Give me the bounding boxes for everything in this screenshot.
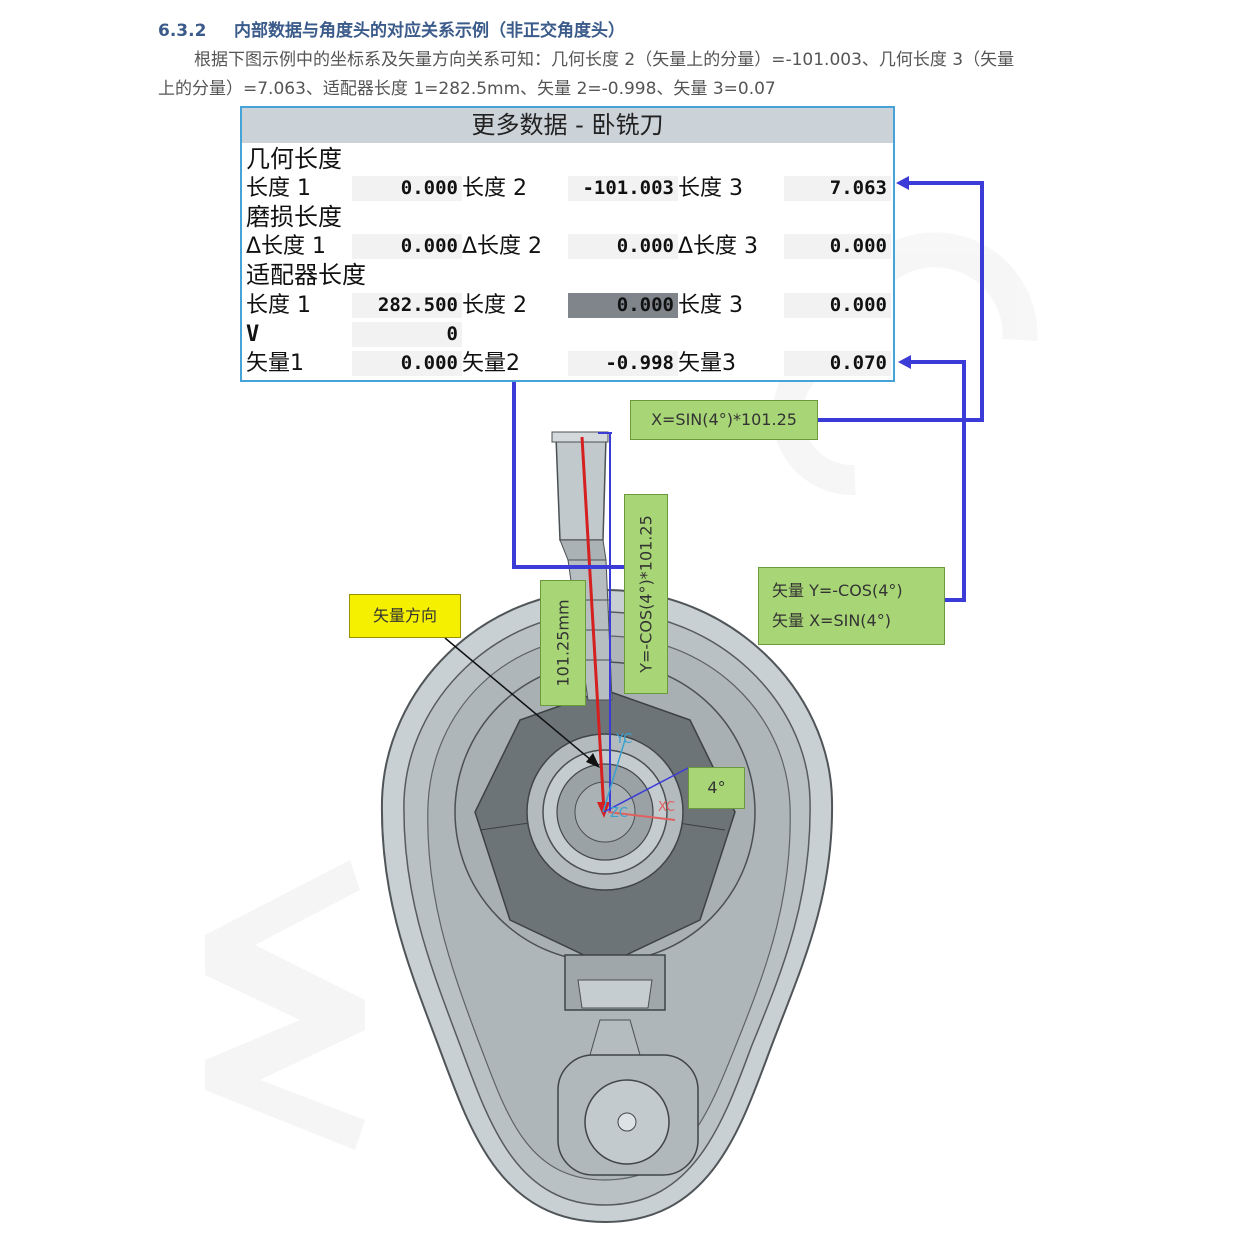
angle-head-body [380, 588, 834, 1224]
paragraph-line-2: 上的分量）=7.063、适配器长度 1=282.5mm、矢量 2=-0.998、… [158, 79, 776, 99]
adapter-section-row: 适配器长度 [242, 261, 893, 290]
vector-row: 矢量1 0.000 矢量2 -0.998 矢量3 0.070 [242, 349, 893, 378]
yc-axis-label: YC [616, 732, 633, 747]
wear-length2-field[interactable]: 0.000 [568, 234, 678, 259]
geometry-length3-field[interactable]: 7.063 [784, 176, 891, 201]
vector3-field[interactable]: 0.070 [784, 351, 891, 376]
vector-components-tag: 矢量 Y=-COS(4°) 矢量 X=SIN(4°) [758, 567, 945, 645]
section-number: 6.3.2 [158, 21, 207, 41]
v-label: V [246, 322, 260, 347]
wear-section-label: 磨损长度 [246, 203, 342, 231]
geometry-length1-field[interactable]: 0.000 [352, 176, 462, 201]
adapter-length1-label: 长度 1 [246, 293, 311, 318]
adapter-length2-field[interactable]: 0.000 [568, 293, 678, 318]
vector2-label: 矢量2 [462, 351, 520, 376]
vector-x-text: 矢量 X=SIN(4°) [772, 611, 891, 630]
wear-section-row: 磨损长度 [242, 203, 893, 232]
vector3-label: 矢量3 [678, 351, 736, 376]
wear-length1-label: Δ长度 1 [246, 234, 327, 259]
adapter-length1-field[interactable]: 282.500 [352, 293, 462, 318]
adapter-length3-label: 长度 3 [678, 293, 743, 318]
paragraph-line-1: 根据下图示例中的坐标系及矢量方向关系可知：几何长度 2（矢量上的分量）=-101… [194, 50, 1015, 70]
vector1-label: 矢量1 [246, 351, 304, 376]
v-row: V 0 [242, 320, 893, 349]
wear-length2-label: Δ长度 2 [462, 234, 543, 259]
length-tag: 101.25mm [540, 580, 586, 706]
geometry-length2-label: 长度 2 [462, 176, 527, 201]
vector1-field[interactable]: 0.000 [352, 351, 462, 376]
vector-geometry [444, 432, 689, 821]
vector-y-text: 矢量 Y=-COS(4°) [772, 581, 903, 600]
geometry-section-row: 几何长度 [242, 145, 893, 174]
geometry-length3-label: 长度 3 [678, 176, 743, 201]
vector2-field[interactable]: -0.998 [568, 351, 678, 376]
x-formula-tag: X=SIN(4°)*101.25 [630, 400, 818, 440]
angle-tag: 4° [688, 767, 745, 809]
vector-direction-tag: 矢量方向 [349, 594, 461, 638]
y-formula-tag: Y=-COS(4°)*101.25 [624, 494, 668, 694]
wear-length3-label: Δ长度 3 [678, 234, 759, 259]
wear-length1-field[interactable]: 0.000 [352, 234, 462, 259]
section-title: 内部数据与角度头的对应关系示例（非正交角度头） [234, 21, 625, 41]
wear-length3-field[interactable]: 0.000 [784, 234, 891, 259]
adapter-length3-field[interactable]: 0.000 [784, 293, 891, 318]
length-text: 101.25mm [553, 599, 573, 687]
adapter-length2-label: 长度 2 [462, 293, 527, 318]
section-heading: 6.3.2 内部数据与角度头的对应关系示例（非正交角度头） [158, 16, 625, 41]
geometry-section-label: 几何长度 [246, 145, 342, 173]
y-formula-text: Y=-COS(4°)*101.25 [636, 515, 656, 673]
wear-length-row: Δ长度 1 0.000 Δ长度 2 0.000 Δ长度 3 0.000 [242, 232, 893, 261]
dialog-title: 更多数据 - 卧铣刀 [242, 108, 893, 143]
v-field[interactable]: 0 [352, 322, 462, 347]
adapter-length-row: 长度 1 282.500 长度 2 0.000 长度 3 0.000 [242, 291, 893, 320]
more-data-dialog: 更多数据 - 卧铣刀 几何长度 长度 1 0.000 长度 2 -101.003… [240, 106, 895, 382]
adapter-section-label: 适配器长度 [246, 261, 366, 289]
geometry-length1-label: 长度 1 [246, 176, 311, 201]
geometry-length2-field[interactable]: -101.003 [568, 176, 678, 201]
description-paragraph: 根据下图示例中的坐标系及矢量方向关系可知：几何长度 2（矢量上的分量）=-101… [158, 46, 1088, 104]
geometry-length-row: 长度 1 0.000 长度 2 -101.003 长度 3 7.063 [242, 174, 893, 203]
xc-axis-label: XC [658, 800, 676, 815]
zc-axis-label: ZC [610, 806, 628, 821]
